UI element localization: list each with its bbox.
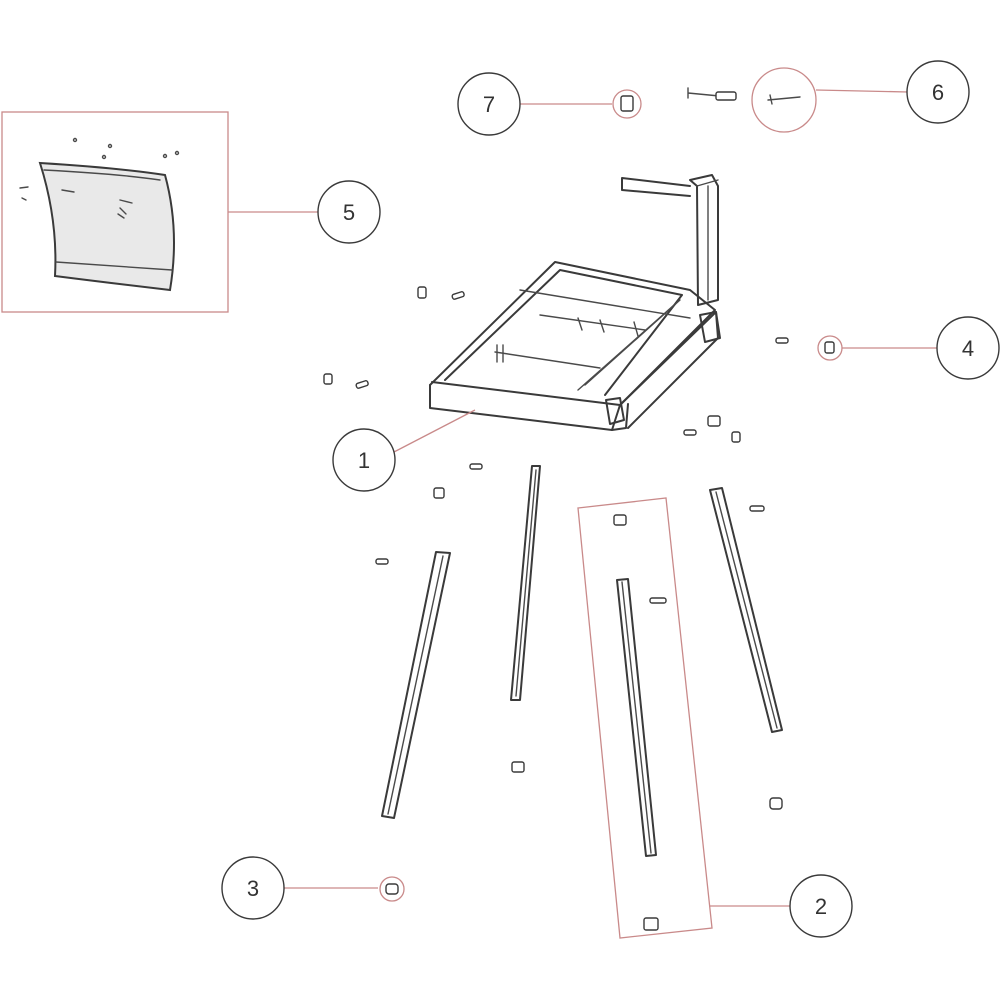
legs	[381, 465, 783, 857]
callout-5-label: 5	[343, 200, 355, 225]
cap-part	[612, 89, 642, 119]
part-6-highlight	[751, 67, 817, 133]
callout-5: 5	[317, 180, 381, 244]
leader-lines	[228, 89, 938, 907]
callout-6: 6	[906, 60, 970, 124]
callout-4: 4	[936, 316, 1000, 380]
main-frame	[429, 174, 721, 431]
callout-1: 1	[332, 428, 396, 492]
callout-1-label: 1	[358, 448, 370, 473]
callout-2: 2	[789, 874, 853, 938]
part-3-highlight	[379, 876, 405, 902]
callout-6-label: 6	[932, 80, 944, 105]
callout-7-label: 7	[483, 92, 495, 117]
shelf-panel	[19, 137, 180, 292]
callout-4-label: 4	[962, 336, 974, 361]
hardware-items	[323, 286, 789, 931]
detail-frame-2	[577, 497, 713, 939]
callout-3-label: 3	[247, 876, 259, 901]
callout-2-label: 2	[815, 894, 827, 919]
callout-7: 7	[457, 72, 521, 136]
bolt-assembly	[687, 67, 817, 133]
callout-3: 3	[221, 856, 285, 920]
